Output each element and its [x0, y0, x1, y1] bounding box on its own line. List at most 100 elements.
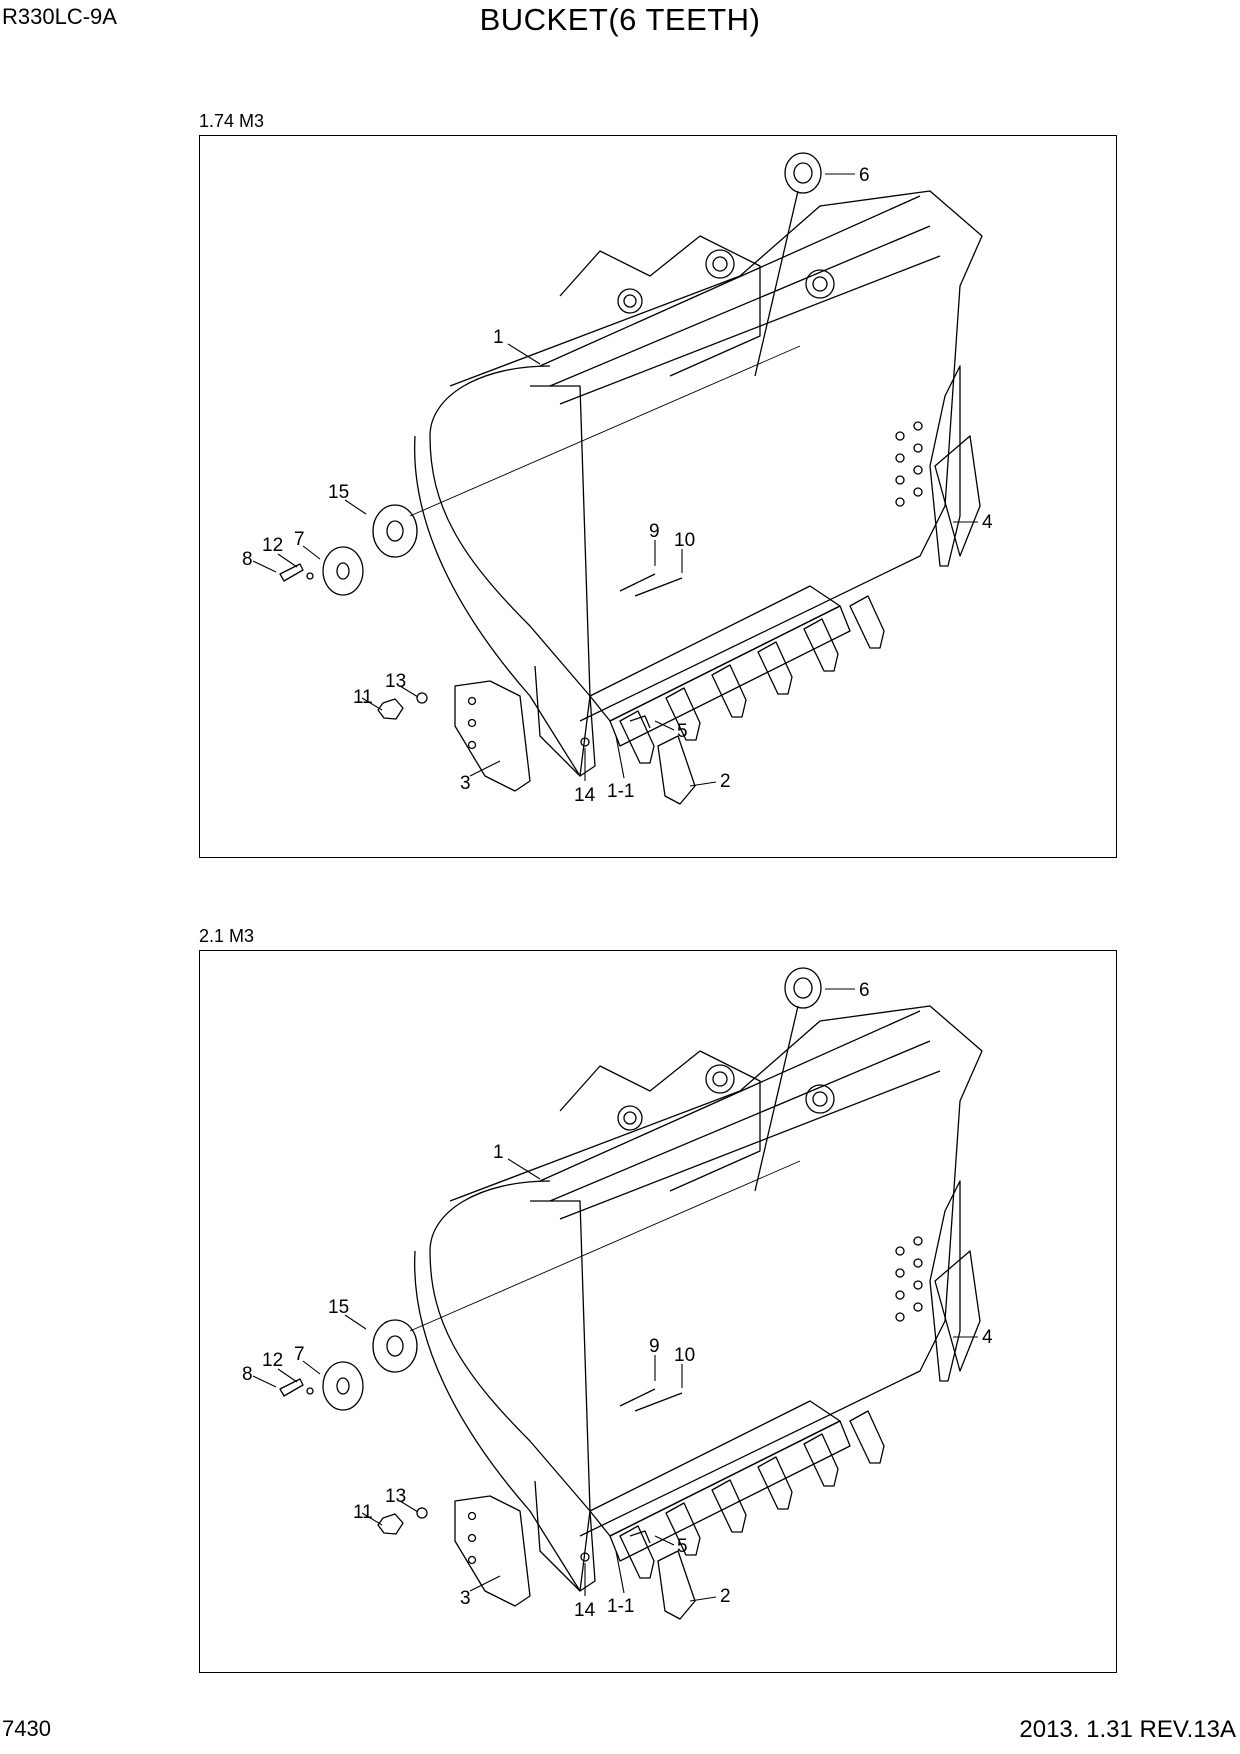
plate-part	[322, 1361, 364, 1411]
callout-leader	[344, 499, 367, 515]
callout-label-5: 5	[677, 1536, 688, 1557]
bolt-hole	[895, 431, 905, 441]
callout-leader	[361, 697, 383, 711]
bolt-hole	[913, 1258, 923, 1268]
callout-leader	[399, 685, 419, 698]
washer-part	[306, 572, 314, 580]
pin-bore	[623, 1111, 637, 1125]
callout-leader	[344, 1314, 367, 1330]
bushing-bore	[793, 977, 813, 999]
callout-label-3: 3	[460, 773, 471, 794]
bucket-side-plate	[530, 1200, 591, 1592]
callout-label-1: 1	[493, 1142, 504, 1163]
assembly-centerline	[409, 345, 801, 517]
assembly-centerline	[409, 1160, 801, 1332]
shim-bore	[386, 520, 404, 542]
side-cutter-left	[454, 680, 531, 792]
cutting-edge-lip	[609, 605, 851, 747]
callout-label-7: 7	[294, 529, 305, 550]
bucket-back-outline	[449, 1005, 983, 1537]
side-cutter-right	[934, 435, 981, 557]
bushing-centerline	[754, 190, 799, 377]
callout-label-10: 10	[674, 1345, 695, 1366]
callout-label-14: 14	[574, 1600, 596, 1621]
callout-label-10: 10	[674, 530, 695, 551]
tooth	[711, 664, 747, 718]
bolt-hole	[467, 740, 477, 750]
callout-label-8: 8	[242, 549, 253, 570]
callout-leader	[507, 1158, 541, 1180]
pin-bore	[812, 276, 828, 292]
shim-part	[372, 504, 418, 558]
bucket-left-side	[414, 1180, 596, 1592]
pin-boss	[705, 249, 735, 279]
callout-leader	[399, 1500, 419, 1513]
pin-part	[629, 1530, 651, 1544]
tooth	[711, 1479, 747, 1533]
callout-label-15: 15	[328, 1297, 349, 1318]
tooth	[849, 1410, 885, 1464]
bolt-hole	[895, 1312, 905, 1322]
bolt-hole	[913, 1236, 923, 1246]
tooth	[849, 595, 885, 649]
bucket-top-beam	[539, 1010, 941, 1220]
tooth	[803, 618, 839, 672]
callout-label-1-1: 1-1	[607, 1596, 634, 1617]
callout-leader	[689, 1596, 717, 1602]
callout-label-3: 3	[460, 1588, 471, 1609]
bolt-hole	[467, 1533, 477, 1543]
callout-leader	[615, 735, 625, 779]
bolt-hole	[913, 421, 923, 431]
bolt-part	[619, 573, 683, 597]
callout-leader	[654, 1535, 675, 1546]
tooth	[665, 687, 701, 741]
washer-part	[416, 1507, 428, 1519]
plate-bore	[336, 562, 350, 580]
callout-leader	[689, 781, 717, 787]
callout-leader	[302, 545, 321, 560]
callout-label-8: 8	[242, 1364, 253, 1385]
pin-bore	[623, 294, 637, 308]
tooth	[619, 710, 655, 764]
pin-boss	[805, 1084, 835, 1114]
bucket-back-outline	[449, 190, 983, 722]
side-cutter-left	[454, 1495, 531, 1607]
bolt-hole	[913, 487, 923, 497]
bolt-part	[279, 1378, 304, 1397]
callout-leader	[654, 720, 675, 731]
callout-leader	[252, 1375, 277, 1388]
bolt-hole	[895, 475, 905, 485]
page-number: 7430	[2, 1716, 51, 1741]
panel-capacity-label: 1.74 M3	[199, 111, 265, 131]
cutting-edge-lip	[609, 1420, 851, 1562]
callout-leader	[507, 343, 541, 365]
tooth	[619, 1525, 655, 1579]
callout-label-9: 9	[649, 1336, 660, 1357]
pin-bore	[712, 1071, 728, 1087]
tooth	[757, 641, 793, 695]
washer-part	[416, 692, 428, 704]
bolt-hole	[895, 497, 905, 507]
pin-bore	[812, 1091, 828, 1107]
callout-label-11: 11	[353, 1502, 373, 1523]
pin-boss	[705, 1064, 735, 1094]
bolt-part	[619, 1388, 683, 1412]
callout-label-13: 13	[385, 671, 406, 692]
tooth	[803, 1433, 839, 1487]
bolt-hole	[913, 1280, 923, 1290]
bushing-centerline	[754, 1005, 799, 1192]
pin-bore	[712, 256, 728, 272]
bucket-left-side	[414, 365, 596, 777]
callout-leader	[252, 560, 277, 573]
callout-leader	[302, 1360, 321, 1375]
bolt-hole	[895, 453, 905, 463]
nut-part	[377, 1513, 404, 1535]
callout-label-1: 1	[493, 327, 504, 348]
cutting-edge	[589, 1400, 841, 1537]
callout-leader	[469, 760, 501, 777]
bushing-bore	[793, 162, 813, 184]
tooth	[665, 1502, 701, 1556]
bushing-part	[784, 967, 822, 1009]
callout-label-12: 12	[262, 535, 283, 556]
